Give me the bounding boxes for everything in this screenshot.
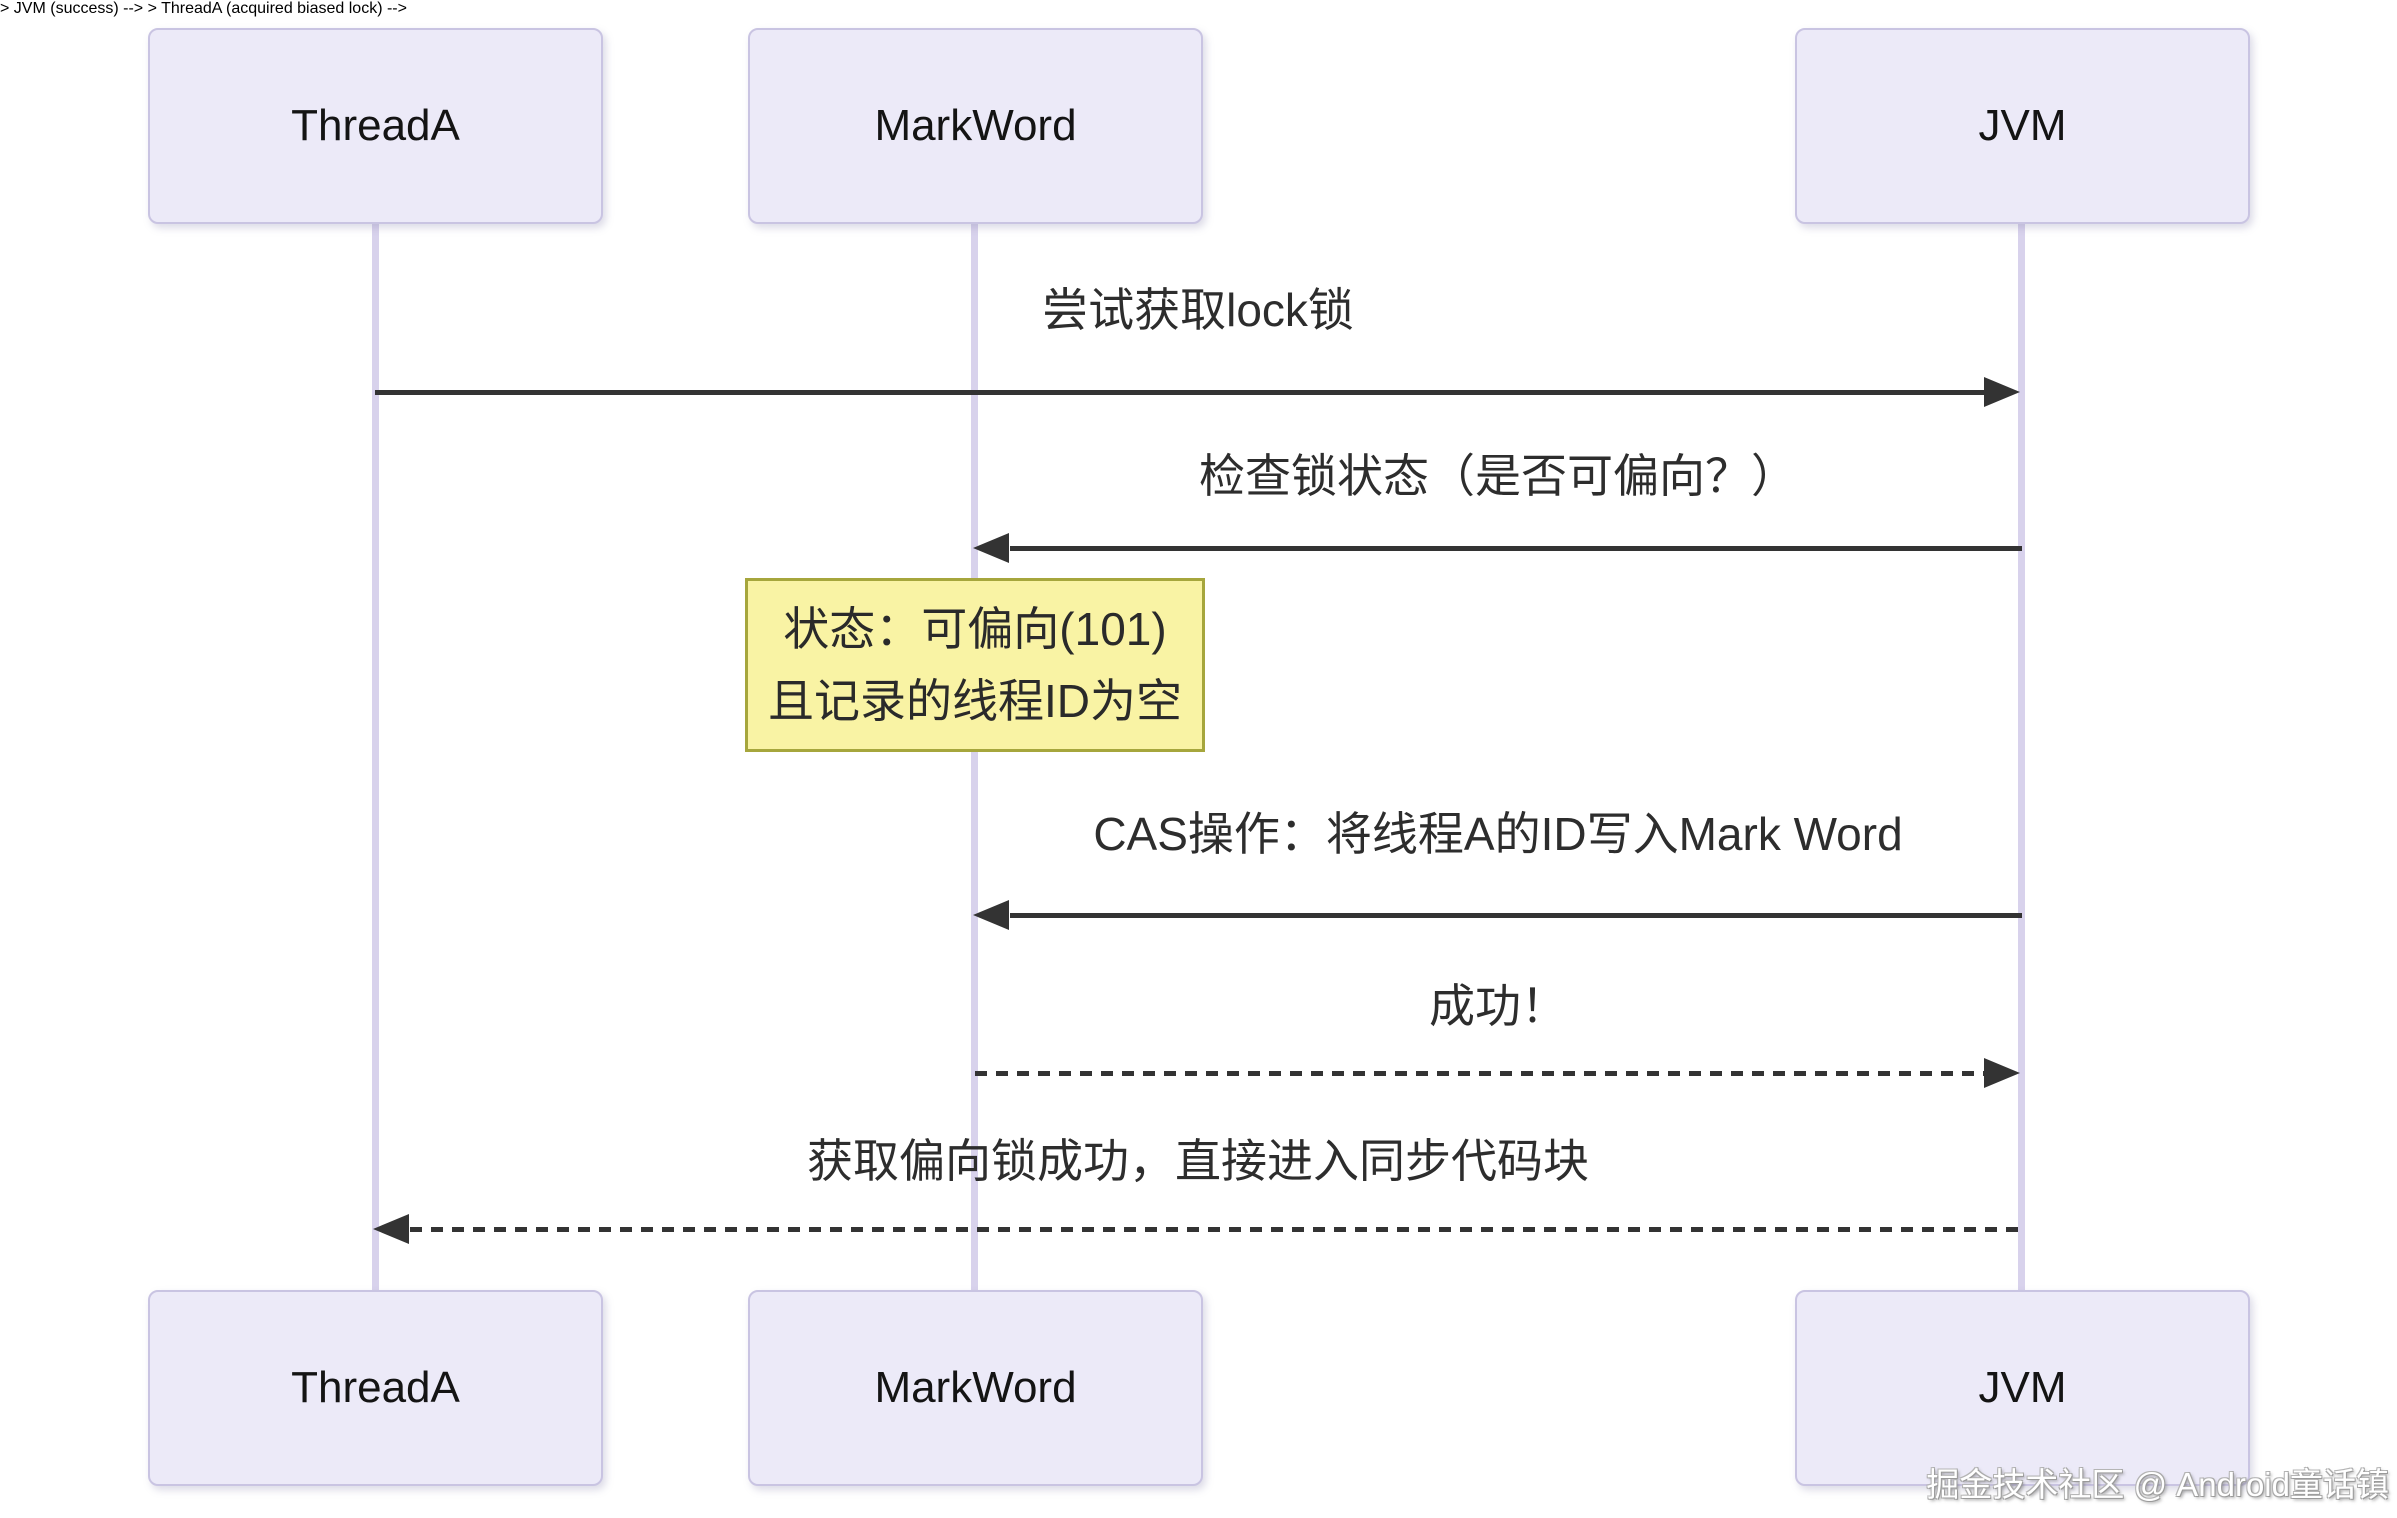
actor-label-threada: ThreadA: [291, 101, 460, 150]
arrowhead-left-icon: [973, 533, 1009, 563]
arrowhead-left-icon: [973, 900, 1009, 930]
actor-label-jvm: JVM: [1978, 101, 2067, 150]
message-line-solid: [1010, 913, 2022, 918]
lifeline-jvm: [2018, 222, 2025, 1292]
watermark: 掘金技术社区 @ Android童话镇: [1926, 1466, 2389, 1503]
message-label-try-acquire-lock: 尝试获取lock锁: [1042, 284, 1354, 336]
actor-label-markword: MarkWord: [874, 101, 1077, 150]
message-line-solid: [1010, 546, 2022, 551]
message-label-success: 成功！: [1429, 980, 1567, 1032]
arrowhead-left-icon: [373, 1214, 409, 1244]
message-label-acquired-biased-lock: 获取偏向锁成功，直接进入同步代码块: [807, 1135, 1589, 1187]
note-line-2: 且记录的线程ID为空: [768, 675, 1182, 727]
actor-label-jvm: JVM: [1978, 1363, 2067, 1412]
actor-label-markword: MarkWord: [874, 1363, 1077, 1412]
lifeline-markword: [971, 222, 978, 1292]
message-line-dashed: [975, 1071, 1985, 1076]
actor-bottom-markword: MarkWord: [748, 1290, 1203, 1486]
message-line-solid: [375, 390, 1987, 395]
actor-top-markword: MarkWord: [748, 28, 1203, 224]
actor-bottom-threada: ThreadA: [148, 1290, 603, 1486]
arrowhead-right-icon: [1984, 1058, 2020, 1088]
lifeline-threada: [372, 222, 379, 1292]
message-line-dashed: [410, 1227, 2022, 1232]
note-box: 状态：可偏向(101) 且记录的线程ID为空: [745, 578, 1205, 752]
actor-top-threada: ThreadA: [148, 28, 603, 224]
actor-top-jvm: JVM: [1795, 28, 2250, 224]
note-line-1: 状态：可偏向(101): [783, 603, 1167, 655]
actor-bottom-jvm: JVM: [1795, 1290, 2250, 1486]
actor-label-threada: ThreadA: [291, 1363, 460, 1412]
message-label-check-lock-state: 检查锁状态（是否可偏向？）: [1199, 450, 1797, 502]
arrowhead-right-icon: [1984, 377, 2020, 407]
message-label-cas-write-id: CAS操作：将线程A的ID写入Mark Word: [1093, 808, 1903, 860]
